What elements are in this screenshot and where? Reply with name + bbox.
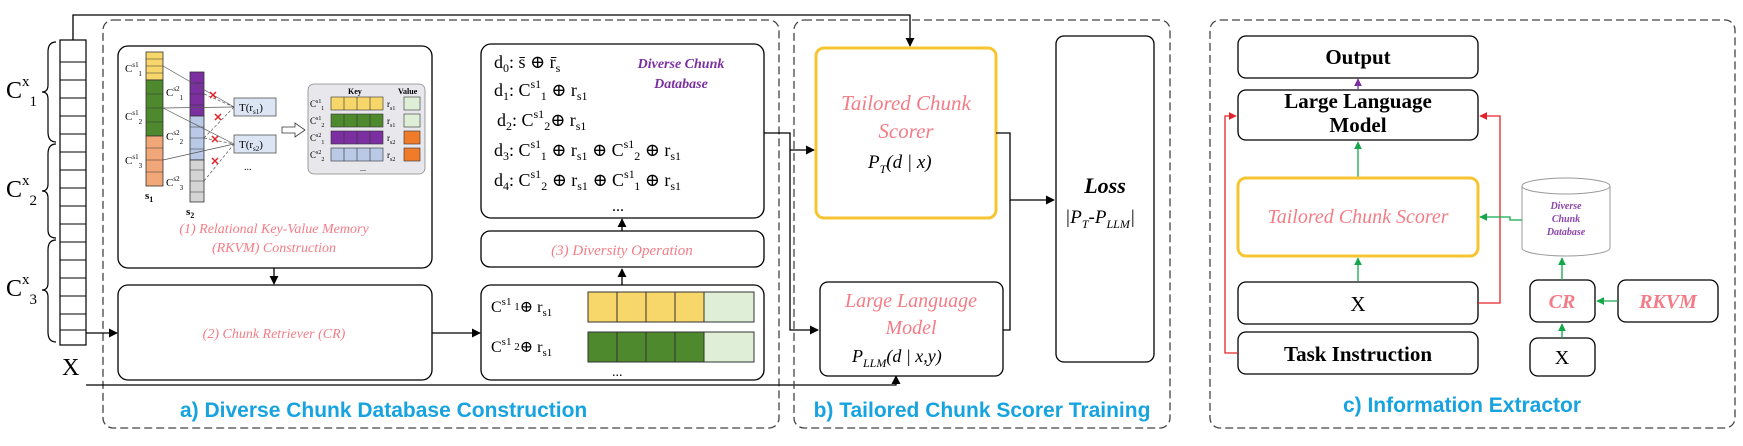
rkvm-c-label: RKVM	[1638, 291, 1698, 313]
chunk-retriever-label: (2) Chunk Retriever (CR)	[203, 327, 346, 342]
x-small-label: X	[1555, 347, 1570, 369]
scorer-box-c	[1236, 176, 1480, 258]
panel-b-caption: b) Tailored Chunk Scorer Training	[814, 399, 1151, 422]
llm-c-line1: Large Language	[1284, 89, 1432, 113]
entries-ellipsis: ...	[612, 198, 624, 215]
output-box	[1237, 35, 1479, 79]
svg-text:rs1: rs1	[387, 116, 395, 129]
candidate-1-bar	[587, 291, 755, 323]
db-label-line2: Database	[653, 77, 708, 92]
database-entries: d0: s̄ ⊕ r̄s d1: Cs11 ⊕ rs1 d2: Cs12⊕ rs…	[494, 52, 681, 193]
t-rs2-label: T(rs2)	[239, 139, 263, 153]
s2-label: s2	[186, 206, 194, 220]
t-ellipsis: ...	[244, 162, 252, 173]
svg-text:rs2: rs2	[387, 150, 395, 163]
database-cylinder-icon	[1521, 177, 1611, 257]
candidates-ellipsis: ...	[612, 365, 623, 380]
arrow-db-to-llm	[789, 150, 819, 335]
arrow-scorer-to-loss	[996, 132, 1055, 205]
scorer-c-label: Tailored Chunk Scorer	[1267, 206, 1448, 228]
arrow-db-to-scorer	[764, 132, 815, 155]
panel-c-frame	[1209, 19, 1736, 429]
scorer-formula: PT(d | x)	[867, 152, 932, 176]
rkvm-label-line1: (1) Relational Key-Value Memory	[179, 222, 369, 237]
cr-c-label: CR	[1549, 291, 1576, 313]
loss-box	[1055, 35, 1155, 363]
arrow-x-to-scorer	[72, 14, 915, 47]
llm-label-line1: Large Language	[844, 290, 977, 312]
diversity-operation-label: (3) Diversity Operation	[551, 243, 693, 259]
entry-d3: d3: Cs11 ⊕ rs1 ⊕ Cs12 ⊕ rs1	[494, 137, 681, 163]
loss-title: Loss	[1083, 173, 1126, 198]
entry-d4: d4: Cs12 ⊕ rs1 ⊕ Cs11 ⊕ rs1	[494, 167, 681, 193]
db-label-line1: Diverse Chunk	[637, 57, 725, 72]
arrow-db-to-scorer-c	[1479, 213, 1522, 221]
llm-box	[819, 281, 1004, 377]
panel-c-caption: c) Information Extractor	[1343, 394, 1581, 417]
entry-d0: d0: s̄ ⊕ r̄s	[494, 52, 561, 75]
db-c-line2: Chunk	[1552, 214, 1580, 225]
llm-c-line2: Model	[1329, 113, 1386, 137]
scorer-label-line2: Scorer	[878, 119, 934, 143]
chunk-label-c1: Cx1	[6, 74, 37, 110]
svg-text:rs1: rs1	[387, 99, 395, 112]
task-instruction-label: Task Instruction	[1284, 342, 1432, 366]
kv-value-header: Value	[398, 87, 418, 96]
red-cross-marks	[209, 91, 222, 165]
x-box-label: X	[1350, 292, 1365, 316]
input-column	[59, 39, 87, 346]
kv-labels: Cs11 Cs12 Cs21 Cs22 rs1 rs1 rs2 rs2 ...	[310, 99, 395, 173]
llm-label-line2: Model	[884, 317, 937, 339]
svg-text:...: ...	[360, 164, 366, 173]
scorer-label-line1: Tailored Chunk	[841, 91, 971, 115]
diverse-chunk-database-box	[480, 43, 765, 219]
relation-lines	[162, 65, 235, 182]
arrow-x-to-llm-c	[1478, 112, 1501, 304]
chunk-label-c2: Cx2	[6, 173, 37, 209]
output-label: Output	[1325, 45, 1390, 69]
kv-key-header: Key	[348, 87, 362, 96]
s1-column	[145, 51, 164, 187]
panel-a-frame	[102, 19, 780, 429]
kv-rows	[330, 96, 421, 162]
panel-b-frame	[793, 19, 1171, 429]
chunk-label-c3: Cx3	[6, 272, 37, 308]
entry-d2: d2: Cs12⊕ rs1	[497, 107, 586, 133]
panel-a-caption: a) Diverse Chunk Database Construction	[180, 399, 587, 422]
arrow-task-to-llm	[1224, 112, 1238, 354]
s1-label: s1	[145, 190, 153, 204]
db-c-line1: Diverse	[1549, 201, 1582, 212]
db-c-line3: Database	[1546, 227, 1586, 238]
candidate-2-bar	[587, 331, 755, 363]
input-x-label: X	[62, 355, 79, 381]
t-rs1-label: T(rs1)	[239, 102, 263, 116]
arrow-x-to-llm	[86, 375, 901, 386]
llm-box-c	[1237, 89, 1479, 141]
s2-column	[189, 71, 205, 203]
t-rs2-box	[233, 134, 277, 154]
rkvm-label-line2: (RKVM) Construction	[212, 241, 336, 256]
t-rs1-box	[233, 97, 277, 117]
svg-text:rs2: rs2	[387, 133, 395, 146]
arrow-llm-to-loss	[1003, 200, 1011, 331]
brace-group	[41, 41, 57, 343]
hollow-arrow-icon	[281, 122, 306, 138]
